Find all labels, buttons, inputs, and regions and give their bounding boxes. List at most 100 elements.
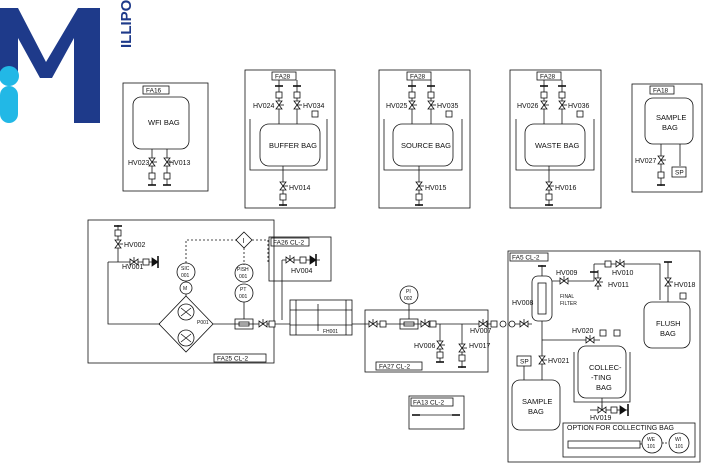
sensor-block: [234, 318, 254, 330]
millipore-logo: ILLIPORE: [0, 0, 135, 123]
valve-hv027[interactable]: [657, 155, 667, 165]
valve-hv008[interactable]: [519, 318, 529, 328]
wi-101[interactable]: [668, 432, 690, 454]
label-hv020: HV020: [572, 328, 594, 335]
pi-label-1: PI: [406, 289, 411, 295]
logo-wordmark: ILLIPORE: [118, 0, 135, 48]
valve-hv034[interactable]: [293, 100, 303, 110]
valve-hv006[interactable]: [436, 340, 446, 350]
we-label-2: 101: [647, 444, 656, 450]
wi-label-2: 101: [675, 444, 684, 450]
group-fa28-buffer: FA28 HV024 HV034 BUFFER BAG HV014: [244, 69, 336, 209]
we-101[interactable]: [641, 432, 663, 454]
sic-label-2: 001: [181, 273, 190, 279]
sample-port-top: [671, 166, 687, 178]
valve-hv014[interactable]: [279, 181, 289, 191]
valve-hv011[interactable]: [594, 277, 604, 287]
pt-label-2: 001: [239, 294, 248, 300]
fa5-frame: [507, 250, 701, 463]
valve-hv016[interactable]: [545, 181, 555, 191]
valve-hv024[interactable]: [275, 100, 285, 110]
pt-label-1: PT: [240, 287, 246, 293]
collecting-bag-label-2: -TING: [591, 373, 612, 382]
valve-hv026[interactable]: [540, 100, 550, 110]
valve-hv018[interactable]: [664, 277, 674, 287]
fa13-tag: FA13 CL-2: [413, 400, 444, 407]
collecting-bag-label-1: COLLEC-: [589, 363, 622, 372]
valve-hv017[interactable]: [458, 343, 468, 353]
sp-bottom-label: SP: [520, 359, 529, 366]
buffer-bag-label: BUFFER BAG: [269, 141, 317, 150]
pishh-001[interactable]: [234, 263, 254, 283]
label-hv010: HV010: [612, 270, 634, 277]
valve-hv036[interactable]: [558, 100, 568, 110]
valve-hv020[interactable]: [585, 334, 595, 344]
flush-bag: [643, 301, 691, 349]
fa28-source-frame: [378, 69, 471, 209]
label-hv016: HV016: [555, 185, 577, 192]
pump-p001[interactable]: [158, 295, 214, 353]
wfi-bag-label: WFI BAG: [148, 118, 180, 127]
valve-hv025[interactable]: [408, 100, 418, 110]
valve-hv010[interactable]: [615, 258, 625, 268]
fa16-tag-box: [142, 85, 170, 95]
fa25-frame: [87, 219, 275, 364]
fa26-frame: [268, 236, 332, 282]
waste-bag-label: WASTE BAG: [535, 141, 579, 150]
sample-bag-bottom-label-1: SAMPLE: [522, 397, 552, 406]
label-hv011: HV011: [608, 282, 629, 289]
group-fa25: FA25 CL-2 HV002 HV001 P001 SIC 001 M I P…: [87, 219, 290, 364]
final-filter-label-2: FILTER: [560, 301, 577, 307]
group-fa13: FA13 CL-2: [408, 395, 465, 430]
label-hv013: HV013: [169, 160, 191, 167]
label-hv008: HV008: [512, 300, 534, 307]
collecting-option-label: OPTION FOR COLLECTING BAG: [567, 425, 674, 432]
sp-top-label: SP: [675, 170, 684, 177]
label-hv007: HV007: [470, 328, 492, 335]
we-label-1: WE: [647, 437, 656, 443]
flush-bag-label-1: FLUSH: [656, 319, 681, 328]
valve-hv009[interactable]: [559, 275, 569, 285]
label-hv034: HV034: [303, 103, 325, 110]
fa28-waste-frame: [509, 69, 602, 209]
buffer-bag: [259, 123, 321, 167]
fa26-tag: FA26 CL-2: [273, 240, 304, 247]
group-fa18: FA18 SAMPLE BAG SP HV027: [631, 83, 703, 193]
valve-hv007[interactable]: [478, 318, 488, 328]
fa25-tag: FA25 CL-2: [217, 356, 248, 363]
wfi-bag: [132, 96, 190, 150]
group-fa5: FA5 CL-2 HV008 FINAL FILTER HV009 HV010 …: [499, 250, 701, 463]
pishh-label-2: 001: [239, 274, 248, 280]
fa28-buffer-tag: FA28: [275, 74, 291, 81]
fa16-tag: FA16: [146, 88, 162, 95]
label-hv021: HV021: [548, 358, 570, 365]
pump-label: P001: [197, 320, 209, 326]
fa28-waste-tag: FA28: [540, 74, 556, 81]
filter-holder-fh001[interactable]: FH001: [289, 299, 353, 336]
valve-hv021[interactable]: [538, 355, 548, 365]
flush-bag-label-2: BAG: [660, 329, 676, 338]
label-hv014: HV014: [289, 185, 311, 192]
source-bag-label: SOURCE BAG: [401, 141, 451, 150]
pishh-label-1: PISH: [237, 267, 249, 273]
fa27-tag: FA27 CL-2: [379, 364, 410, 371]
label-hv006: HV006: [414, 343, 436, 350]
fa13-frame: [408, 395, 465, 430]
valve-hv019[interactable]: [597, 404, 607, 414]
fa27-frame: [364, 309, 489, 373]
valve-hv035[interactable]: [427, 100, 437, 110]
source-bag: [392, 123, 454, 167]
fa28-source-tag: FA28: [410, 74, 426, 81]
fa5-tag: FA5 CL-2: [512, 255, 540, 262]
valve-hv023[interactable]: [148, 157, 158, 167]
valve-hv002[interactable]: [114, 239, 124, 249]
sample-bag-bottom-label-2: BAG: [528, 407, 544, 416]
fa28-buffer-frame: [244, 69, 336, 209]
fa18-frame: [631, 83, 703, 193]
sample-bag-bottom: [511, 379, 561, 431]
valve-hv004[interactable]: [285, 254, 295, 264]
pi-label-2: 002: [404, 296, 413, 302]
label-hv025: HV025: [386, 103, 408, 110]
valve-hv015[interactable]: [415, 181, 425, 191]
